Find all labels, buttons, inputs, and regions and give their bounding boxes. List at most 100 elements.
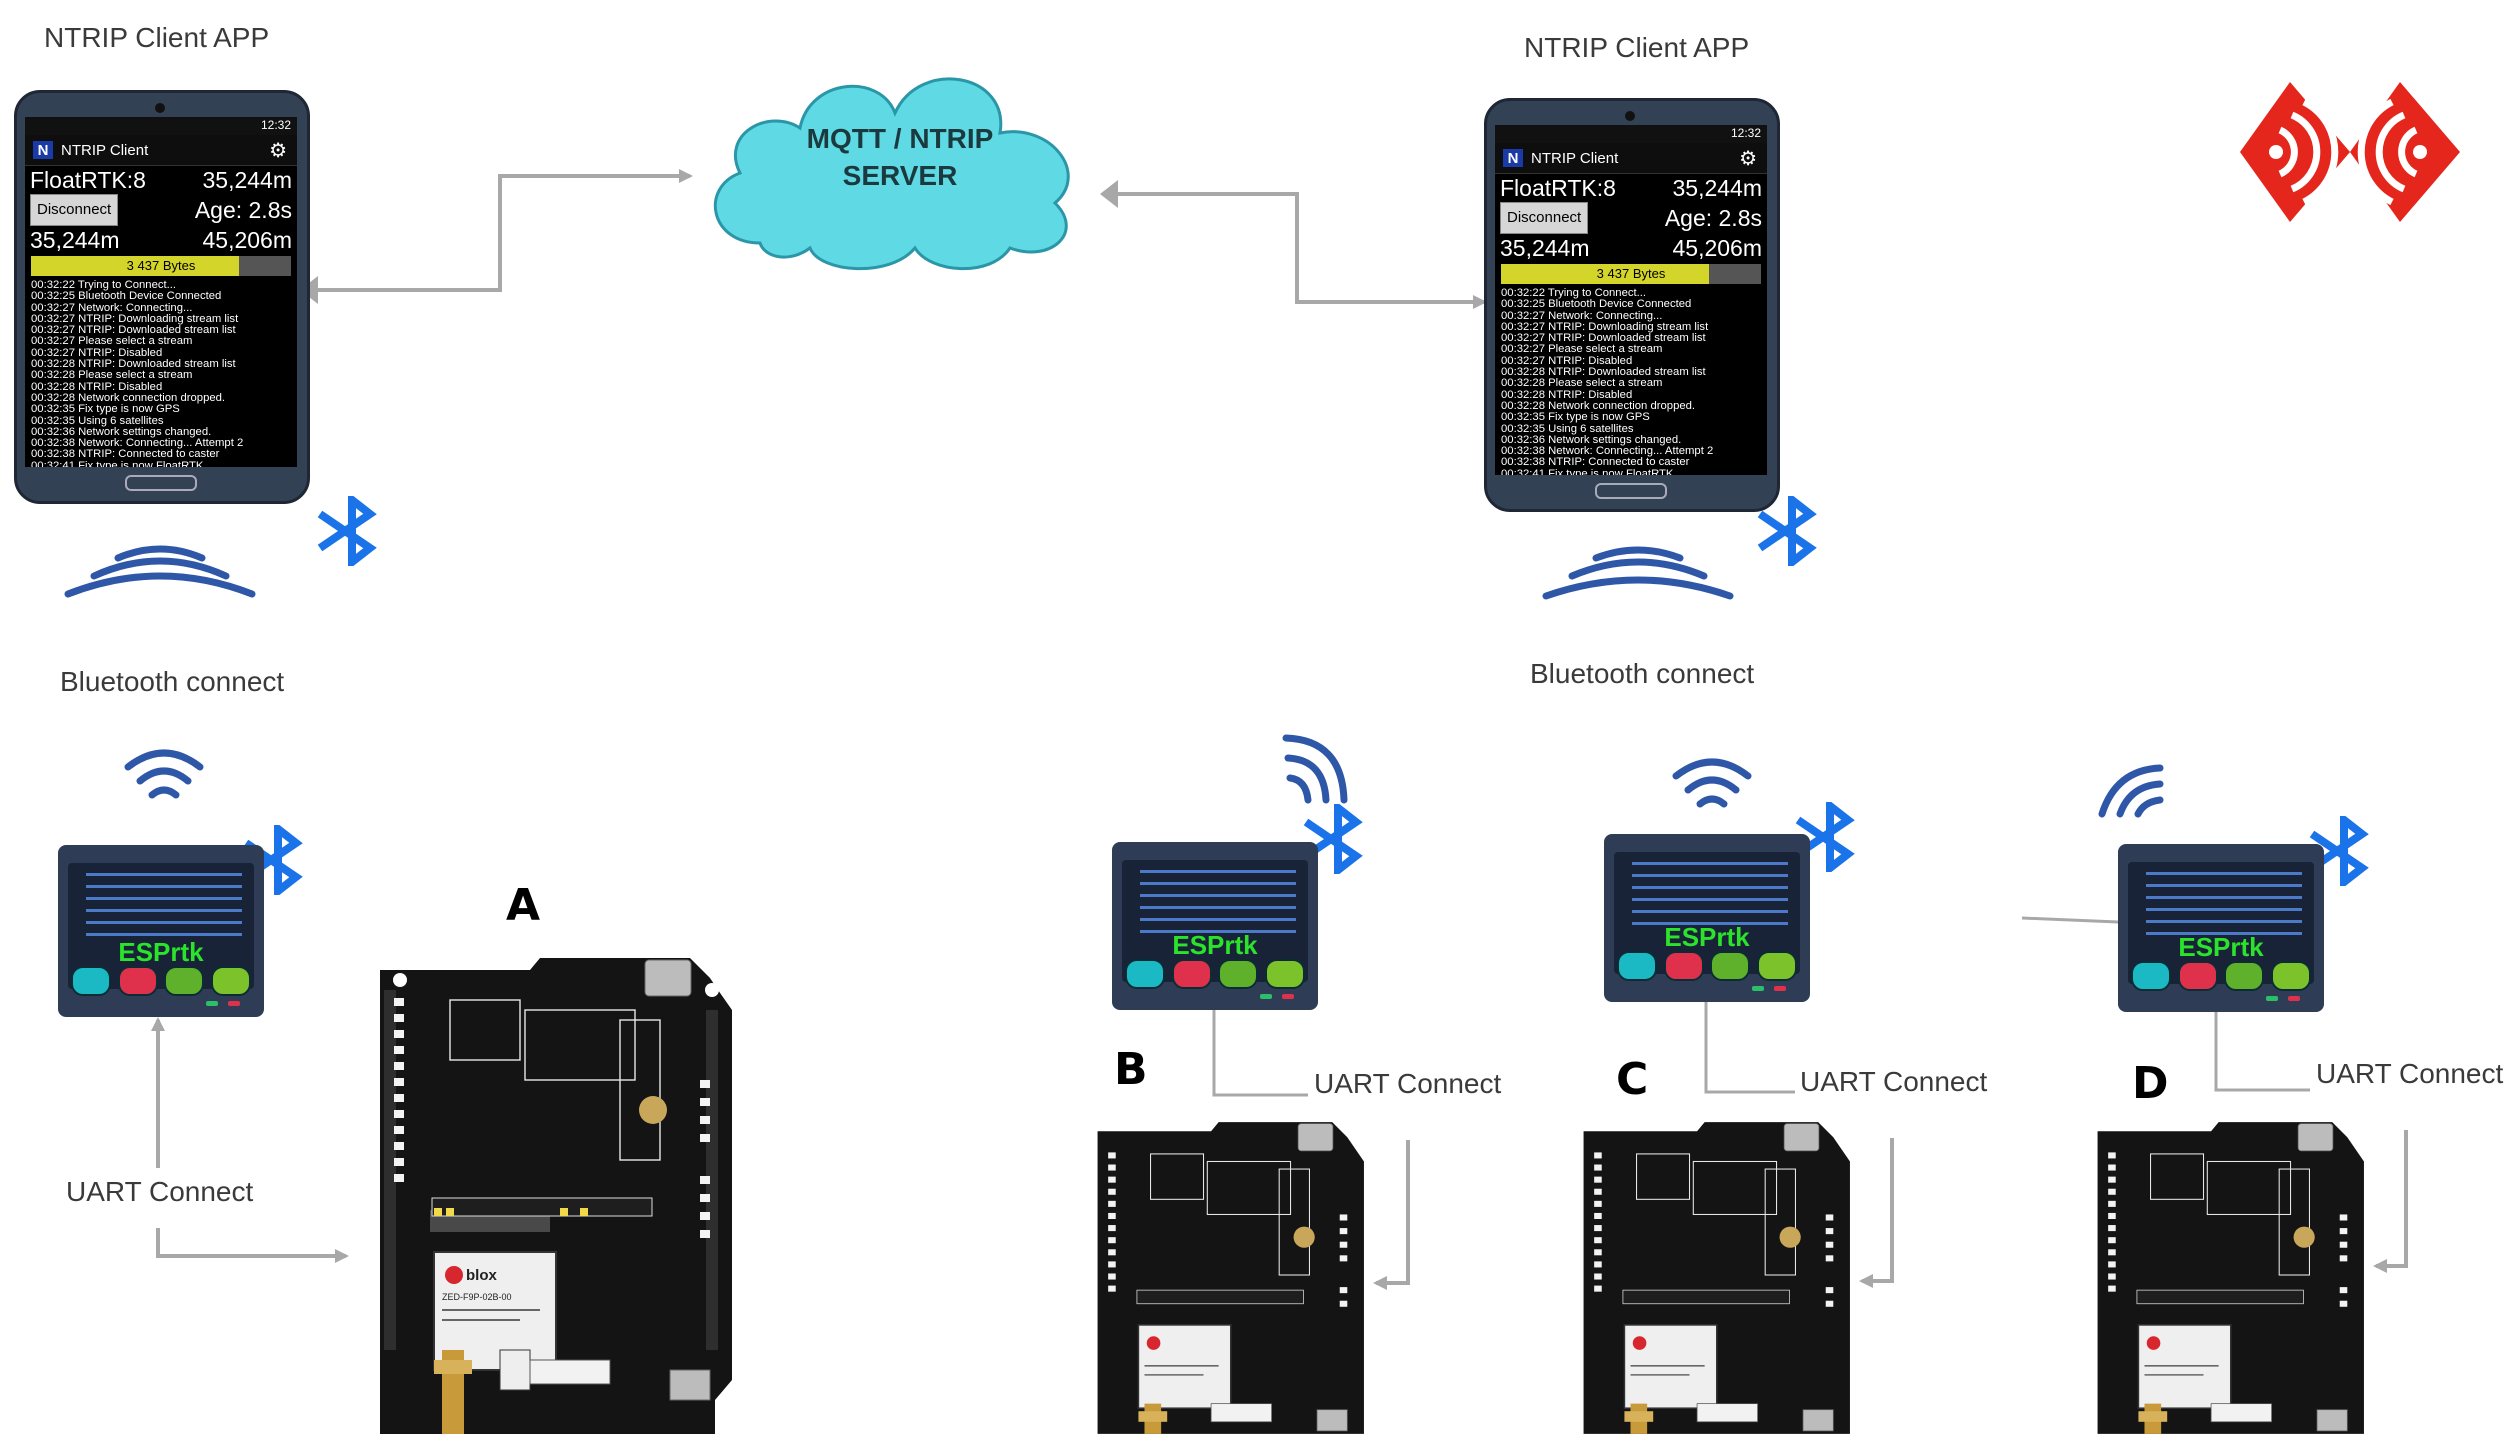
gear-icon[interactable]: ⚙	[269, 139, 287, 162]
right-phone-camera	[1625, 111, 1635, 121]
button-green[interactable]	[2224, 961, 2265, 991]
log-line: 00:32:27 Please select a stream	[1501, 343, 1663, 356]
log-line: 00:32:28 NTRIP: Disabled	[31, 380, 163, 393]
right-alt2: 35,244m	[1500, 235, 1590, 261]
right-fix: FloatRTK:8	[1500, 175, 1616, 201]
wifi-icon	[1672, 758, 1752, 808]
right-phone-home-button[interactable]	[1595, 483, 1667, 499]
gnss-board-d	[2097, 1122, 2364, 1434]
log-line: 00:32:38 Network: Connecting... Attempt …	[31, 437, 244, 450]
button-red[interactable]	[2177, 961, 2218, 991]
letter-d: D	[2132, 1058, 2169, 1109]
log-line: 00:32:41 Fix type is now FloatRTK	[1501, 467, 1674, 475]
esprtk-device-a: ESPrtk	[58, 749, 303, 1017]
log-line: 00:32:28 NTRIP: Disabled	[1501, 388, 1633, 401]
button-green[interactable]	[1710, 951, 1751, 981]
letter-c: C	[1616, 1054, 1649, 1105]
button-green[interactable]	[164, 966, 205, 996]
uart-a-right	[156, 1228, 349, 1263]
log-line: 00:32:22 Trying to Connect...	[31, 279, 177, 291]
button-cyan[interactable]	[71, 966, 112, 996]
wifi-icon	[1282, 734, 1348, 804]
right-age: Age: 2.8s	[1664, 205, 1762, 231]
right-disconnect-button[interactable]: Disconnect	[1500, 202, 1589, 234]
gnss-board-c	[1583, 1122, 1850, 1434]
ntrip-logo-icon: N	[33, 141, 53, 159]
chip-brand: blox	[466, 1267, 497, 1284]
left-age: Age: 2.8s	[194, 197, 292, 223]
log-line: 00:32:28 Please select a stream	[31, 369, 193, 382]
log-line: 00:32:22 Trying to Connect...	[1501, 287, 1647, 299]
log-line: 00:32:28 NTRIP: Downloaded stream list	[31, 358, 236, 371]
log-line: 00:32:27 NTRIP: Downloading stream list	[1501, 320, 1709, 333]
gear-icon[interactable]: ⚙	[1739, 147, 1757, 170]
log-line: 00:32:36 Network settings changed.	[31, 425, 212, 438]
log-line: 00:32:36 Network settings changed.	[1501, 433, 1682, 446]
log-line: 00:32:25 Bluetooth Device Connected	[31, 290, 222, 303]
button-lime[interactable]	[1756, 951, 1797, 981]
left-screen-title: NTRIP Client	[61, 141, 149, 159]
server-line-1: MQTT / NTRIP	[806, 123, 994, 154]
letter-a: A	[506, 880, 541, 931]
left-fix: FloatRTK:8	[30, 167, 146, 193]
esprtk-device-d: ESPrtk	[2098, 764, 2369, 1012]
log-line: 00:32:38 NTRIP: Connected to caster	[31, 448, 220, 461]
button-cyan[interactable]	[2131, 961, 2172, 991]
bluetooth-icon	[1757, 496, 1817, 566]
button-lime[interactable]	[2270, 961, 2311, 991]
left-bytes: 3 437 Bytes	[126, 258, 196, 273]
left-alt3: 45,206m	[202, 227, 292, 253]
button-red[interactable]	[1171, 959, 1212, 989]
log-line: 00:32:35 Using 6 satellites	[31, 414, 164, 427]
log-line: 00:32:28 Please select a stream	[1501, 377, 1663, 390]
left-phone: 12:32 N NTRIP Client ⚙ FloatRTK:8 35,244m D…	[14, 90, 310, 504]
log-line: 00:32:27 NTRIP: Downloaded stream list	[31, 324, 236, 337]
bluetooth-icon	[317, 496, 377, 566]
right-screen-title: NTRIP Client	[1531, 149, 1619, 167]
bt-connect-left: Bluetooth connect	[60, 666, 285, 697]
button-red[interactable]	[117, 966, 158, 996]
log-line: 00:32:27 NTRIP: Disabled	[31, 346, 163, 359]
uart-label-d: UART Connect	[2316, 1058, 2504, 1089]
gnss-board-a: blox ZED-F9P-02B-00	[380, 958, 732, 1434]
button-red[interactable]	[1663, 951, 1704, 981]
left-app-label: NTRIP Client APP	[44, 22, 270, 53]
uart-label-c: UART Connect	[1800, 1066, 1988, 1097]
brand-logo	[2240, 82, 2460, 222]
esprtk-label: ESPrtk	[2178, 932, 2264, 962]
cloud-server	[713, 77, 1070, 271]
bluetooth-icon	[1303, 804, 1363, 874]
right-app-label: NTRIP Client APP	[1524, 32, 1750, 63]
left-phone-home-button[interactable]	[125, 475, 197, 491]
uart-label-b: UART Connect	[1314, 1068, 1502, 1099]
button-lime[interactable]	[210, 966, 251, 996]
phone-server-link-left	[312, 169, 693, 292]
wifi-icon	[124, 749, 204, 799]
log-line: 00:32:35 Fix type is now GPS	[31, 403, 180, 416]
log-line: 00:32:27 Network: Connecting...	[31, 301, 193, 314]
button-cyan[interactable]	[1617, 951, 1658, 981]
log-line: 00:32:27 NTRIP: Downloading stream list	[31, 312, 239, 325]
bluetooth-icon	[2309, 816, 2369, 886]
esprtk-label: ESPrtk	[1172, 930, 1258, 960]
log-line: 00:32:41 Fix type is now FloatRTK	[31, 459, 204, 467]
bt-connect-right: Bluetooth connect	[1530, 658, 1755, 689]
log-line: 00:32:35 Fix type is now GPS	[1501, 411, 1650, 424]
log-line: 00:32:27 NTRIP: Downloaded stream list	[1501, 332, 1706, 345]
left-phone-camera	[155, 103, 165, 113]
wifi-icon	[2098, 764, 2164, 818]
button-cyan[interactable]	[1125, 959, 1166, 989]
left-alt1: 35,244m	[202, 167, 292, 193]
log-line: 00:32:27 NTRIP: Disabled	[1501, 354, 1633, 367]
button-lime[interactable]	[1264, 959, 1305, 989]
bluetooth-icon	[1795, 802, 1855, 872]
server-line-2: SERVER	[842, 160, 958, 191]
left-disconnect-button[interactable]: Disconnect	[30, 194, 119, 226]
button-green[interactable]	[1218, 959, 1259, 989]
left-status-time: 12:32	[260, 118, 291, 132]
right-log: 00:32:22 Trying to Connect...00:32:25 Bl…	[1495, 286, 1767, 475]
right-status-time: 12:32	[1730, 126, 1761, 140]
log-line: 00:32:28 Network connection dropped.	[1501, 399, 1696, 412]
